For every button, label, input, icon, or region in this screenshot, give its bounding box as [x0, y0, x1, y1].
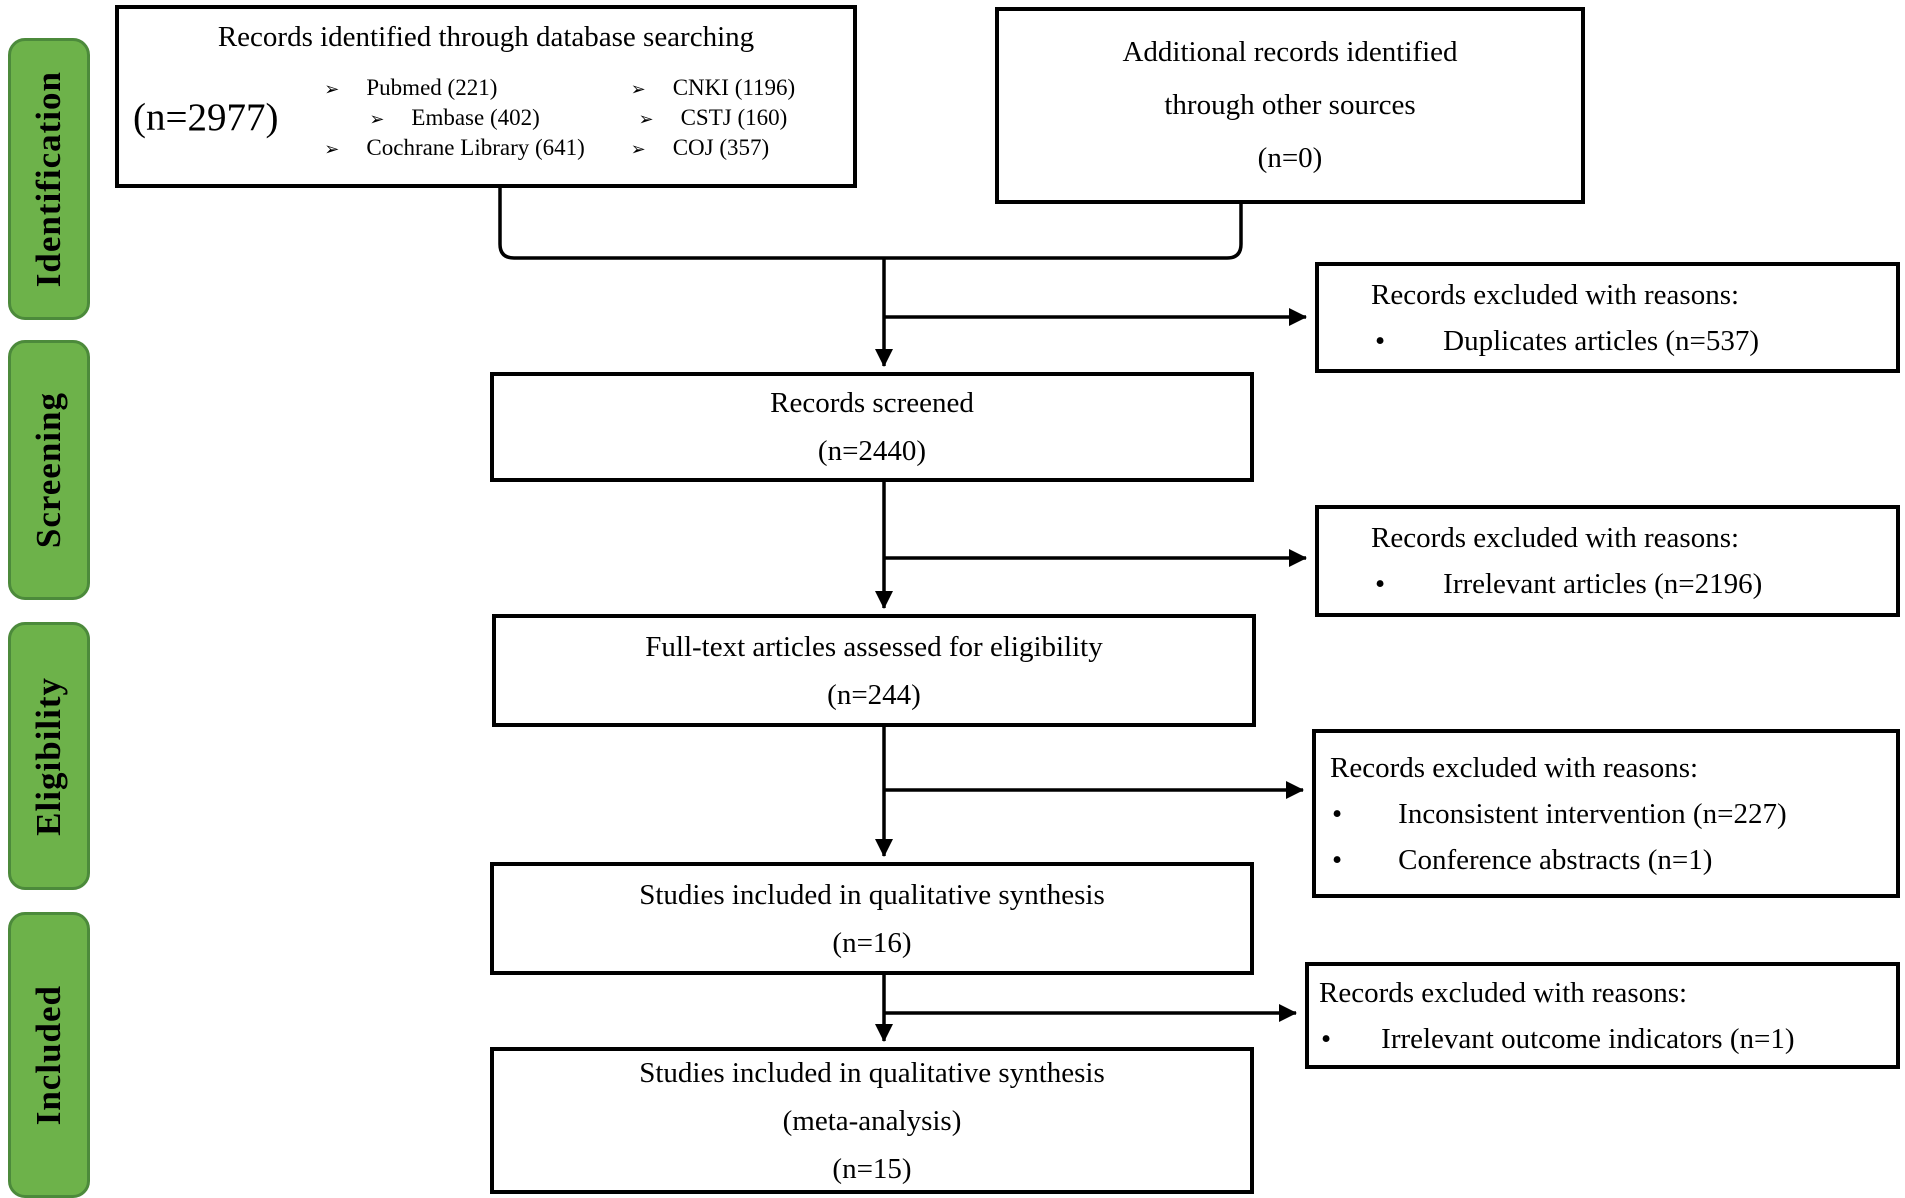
box-text: Records screened: [770, 387, 974, 419]
source-label: COJ (357): [672, 134, 770, 160]
exclusion-reason-item: • Inconsistent intervention (n=227): [1316, 791, 1896, 837]
stage-label-text: Included: [29, 984, 68, 1126]
stage-label-included: Included: [8, 912, 90, 1198]
source-label: CSTJ (160): [680, 104, 788, 130]
records-total-count: (n=2977): [133, 96, 279, 139]
box-excluded-irrelevant: Records excluded with reasons: • Irrelev…: [1315, 505, 1900, 617]
exclusion-reason: Duplicates articles (n=537): [1443, 324, 1760, 357]
arrow-bullet-icon: ➢: [630, 78, 646, 100]
box-count: (n=244): [827, 678, 921, 711]
arrow-bullet-icon: ➢: [638, 108, 654, 130]
box-records-screened: Records screened (n=2440): [490, 372, 1254, 482]
box-count: (n=16): [832, 926, 912, 959]
box-text-line: through other sources: [1164, 89, 1416, 121]
source-column-right: ➢ CNKI (1196) ➢ CSTJ (160) ➢ COJ (357): [631, 75, 796, 161]
box-excluded-fulltext: Records excluded with reasons: • Inconsi…: [1312, 729, 1900, 898]
exclusion-title: Records excluded with reasons:: [1371, 522, 1740, 554]
box-title: Records identified through database sear…: [217, 21, 755, 53]
stage-label-text: Eligibility: [29, 676, 68, 836]
source-column-left: ➢ Pubmed (221) ➢ Embase (402) ➢ Cochrane…: [324, 75, 585, 161]
dot-bullet-icon: •: [1321, 1022, 1332, 1055]
dot-bullet-icon: •: [1375, 324, 1386, 357]
source-label: CNKI (1196): [672, 74, 796, 100]
arrow-bullet-icon: ➢: [324, 78, 340, 100]
box-meta-analysis: Studies included in qualitative synthesi…: [490, 1047, 1254, 1194]
box-count: (n=2440): [817, 435, 927, 467]
box-fulltext-assessed: Full-text articles assessed for eligibil…: [492, 614, 1256, 727]
arrow-bullet-icon: ➢: [369, 108, 385, 130]
source-item: ➢ Pubmed (221): [324, 75, 585, 101]
box-records-identified: Records identified through database sear…: [115, 5, 857, 188]
source-item: ➢ COJ (357): [631, 135, 796, 161]
stage-label-text: Screening: [29, 391, 68, 549]
source-label: Pubmed (221): [366, 74, 498, 100]
database-sources: (n=2977) ➢ Pubmed (221) ➢ Embase (402) ➢…: [131, 57, 841, 178]
dot-bullet-icon: •: [1375, 568, 1386, 600]
exclusion-title: Records excluded with reasons:: [1371, 278, 1740, 311]
exclusion-reason: Irrelevant outcome indicators (n=1): [1381, 1022, 1795, 1055]
exclusion-reason-item: • Conference abstracts (n=1): [1316, 837, 1896, 883]
box-text: Studies included in qualitative synthesi…: [639, 1056, 1105, 1089]
source-label: Cochrane Library (641): [366, 134, 585, 160]
box-excluded-outcome: Records excluded with reasons: • Irrelev…: [1305, 962, 1900, 1069]
box-count: (n=0): [1257, 142, 1323, 174]
source-label: Embase (402): [411, 104, 540, 130]
box-text-line: Additional records identified: [1122, 36, 1458, 68]
box-text: Studies included in qualitative synthesi…: [639, 878, 1105, 911]
exclusion-reason: Conference abstracts (n=1): [1398, 843, 1713, 876]
source-columns: ➢ Pubmed (221) ➢ Embase (402) ➢ Cochrane…: [278, 75, 841, 161]
stage-label-identification: Identification: [8, 38, 90, 320]
box-text: Full-text articles assessed for eligibil…: [645, 630, 1103, 663]
box-excluded-duplicates: Records excluded with reasons: • Duplica…: [1315, 262, 1900, 373]
exclusion-reason: Inconsistent intervention (n=227): [1398, 797, 1787, 830]
exclusion-reason-item: • Irrelevant articles (n=2196): [1319, 561, 1896, 607]
box-count: (n=15): [832, 1152, 912, 1185]
exclusion-reason-item: • Duplicates articles (n=537): [1319, 318, 1896, 364]
arrow-bullet-icon: ➢: [630, 138, 646, 160]
source-item: ➢ CSTJ (160): [638, 105, 787, 131]
exclusion-title: Records excluded with reasons:: [1330, 751, 1699, 784]
box-additional-records: Additional records identified through ot…: [995, 7, 1585, 204]
dot-bullet-icon: •: [1332, 797, 1343, 830]
source-item: ➢ CNKI (1196): [631, 75, 796, 101]
stage-label-text: Identification: [29, 70, 68, 288]
arrow-bullet-icon: ➢: [324, 138, 340, 160]
stage-label-screening: Screening: [8, 340, 90, 600]
exclusion-reason-item: • Irrelevant outcome indicators (n=1): [1309, 1016, 1896, 1062]
source-item: ➢ Cochrane Library (641): [324, 135, 585, 161]
dot-bullet-icon: •: [1332, 843, 1343, 876]
box-subtext: (meta-analysis): [782, 1104, 962, 1137]
exclusion-reason: Irrelevant articles (n=2196): [1443, 568, 1763, 600]
source-item: ➢ Embase (402): [369, 105, 539, 131]
box-qualitative-synthesis: Studies included in qualitative synthesi…: [490, 862, 1254, 975]
exclusion-title: Records excluded with reasons:: [1319, 976, 1688, 1009]
stage-label-eligibility: Eligibility: [8, 622, 90, 890]
